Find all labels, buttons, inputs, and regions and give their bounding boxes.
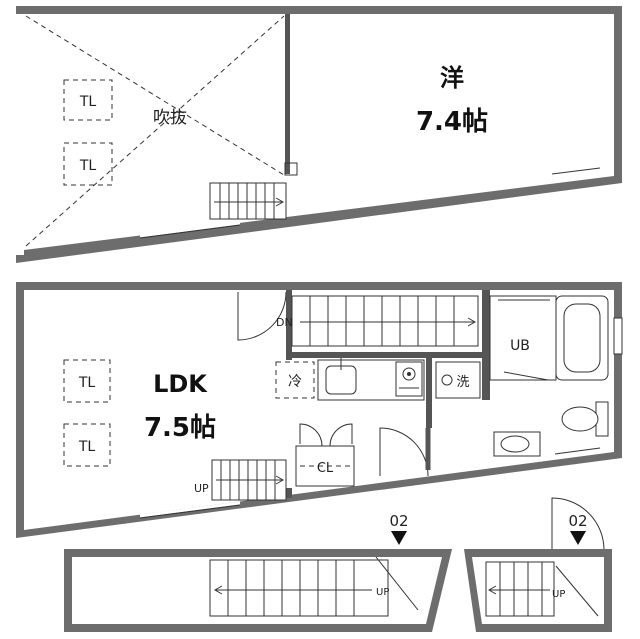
entrance-1: 02 UP — [64, 512, 452, 632]
fridge-label: 冷 — [288, 374, 302, 390]
bath-label: UB — [510, 338, 530, 354]
upper-stair — [209, 182, 287, 220]
skylight-main-2: TL — [63, 423, 111, 467]
skylight-upper-2: TL — [63, 142, 113, 186]
entrance-stair-label: UP — [376, 587, 389, 598]
up-stair: UP — [194, 459, 287, 501]
down-stair: DN — [276, 295, 479, 347]
stair-down-label: DN — [276, 316, 293, 329]
entrance-marker-label: 02 — [389, 512, 408, 530]
entrance-arrow-icon — [391, 531, 407, 545]
skylight-label: TL — [78, 375, 96, 391]
washer: 洗 — [435, 361, 481, 399]
upper-room-label: 洋 — [440, 64, 464, 92]
closet-label: CL — [317, 461, 334, 476]
stair-up-label: UP — [194, 482, 209, 495]
entrance-2: 02 UP — [464, 497, 612, 632]
skylight-label: TL — [79, 158, 97, 174]
fridge: 冷 — [275, 361, 315, 399]
upper-floor: TL TL 吹抜 洋 7.4帖 — [16, 6, 622, 263]
upper-room-size: 7.4帖 — [416, 107, 488, 137]
washer-label: 洗 — [456, 375, 469, 390]
skylight-label: TL — [78, 439, 96, 455]
sink — [493, 431, 541, 457]
unit-bath: UB — [489, 295, 609, 381]
entrance-arrow-icon — [570, 531, 586, 545]
void-label: 吹抜 — [153, 108, 187, 128]
ldk-label: LDK — [153, 370, 208, 398]
closet: CL — [295, 423, 355, 487]
ldk-size: 7.5帖 — [144, 413, 216, 443]
entrance-marker-label: 02 — [568, 512, 587, 530]
skylight-main-1: TL — [63, 359, 111, 403]
kitchen-counter — [317, 358, 425, 401]
void-area — [25, 15, 285, 247]
main-floor: DN 冷 洗 UB — [16, 282, 623, 538]
toilet — [561, 401, 609, 437]
skylight-upper-1: TL — [63, 79, 113, 121]
entrance-stair-label: UP — [552, 589, 565, 600]
skylight-label: TL — [79, 94, 97, 110]
